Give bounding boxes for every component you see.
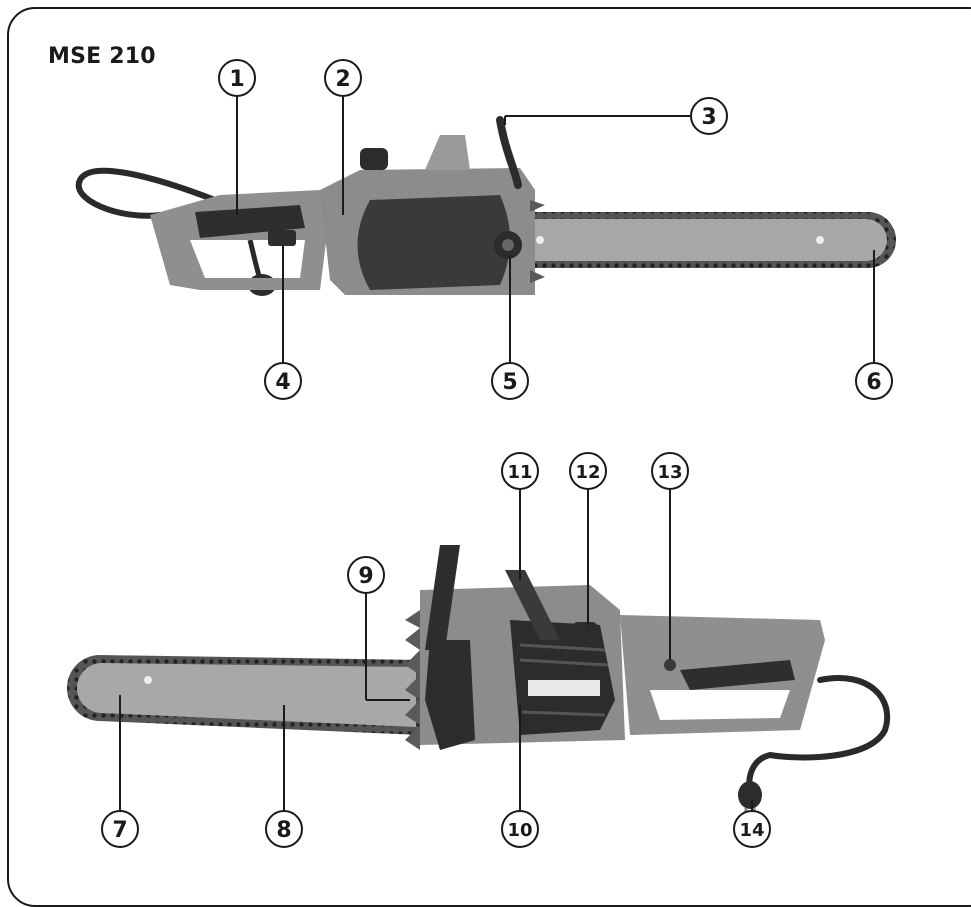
rear-grip-bottom (680, 660, 795, 690)
svg-text:9: 9 (358, 564, 373, 589)
lock-button-bottom (664, 659, 676, 671)
motor-vent-bottom (510, 620, 615, 735)
top-handle-bottom (505, 570, 560, 640)
svg-text:3: 3 (701, 105, 716, 130)
leader-lines (119, 96, 875, 810)
callout-14: 14 (733, 810, 771, 848)
callout-8: 8 (265, 810, 303, 848)
front-handle-bottom (425, 545, 460, 650)
svg-text:14: 14 (739, 820, 764, 841)
switch-top (268, 230, 296, 246)
rear-grip-top (195, 205, 305, 238)
guide-bar-top (520, 212, 896, 268)
chainsaw-bottom-view (67, 545, 891, 820)
callout-1: 1 (218, 59, 256, 97)
callout-3: 3 (690, 97, 728, 135)
svg-text:2: 2 (335, 67, 350, 92)
svg-text:10: 10 (507, 820, 532, 841)
rear-handle-top (150, 190, 330, 290)
power-cord-top (75, 167, 218, 219)
oil-cap-top (360, 148, 388, 170)
callout-11: 11 (501, 452, 539, 490)
callout-9: 9 (347, 556, 385, 594)
callout-12: 12 (569, 452, 607, 490)
svg-text:6: 6 (866, 370, 881, 395)
svg-text:7: 7 (112, 818, 127, 843)
svg-text:4: 4 (275, 370, 290, 395)
motor-cover-top (357, 195, 510, 290)
power-cord-bottom (746, 675, 891, 793)
callout-5: 5 (491, 362, 529, 400)
callout-2: 2 (324, 59, 362, 97)
oil-cap-bottom (572, 622, 598, 642)
chainsaw-top-view (75, 116, 896, 296)
callout-10: 10 (501, 810, 539, 848)
tensioner-knob-top (494, 231, 522, 259)
hand-guard-bottom (425, 640, 475, 750)
svg-text:12: 12 (575, 462, 600, 483)
chainsaw-diagram: 1 2 3 4 5 6 7 8 (67, 59, 896, 848)
svg-text:1: 1 (229, 67, 244, 92)
bumper-spikes-top (530, 200, 545, 283)
guide-bar-bottom (67, 655, 420, 735)
callouts: 1 2 3 4 5 6 7 8 (101, 59, 893, 848)
callout-6: 6 (855, 362, 893, 400)
svg-text:13: 13 (657, 462, 682, 483)
chain-brake-top (496, 116, 522, 189)
callout-7: 7 (101, 810, 139, 848)
svg-text:11: 11 (507, 462, 532, 483)
top-housing-hump (425, 135, 470, 170)
svg-text:5: 5 (502, 370, 517, 395)
callout-13: 13 (651, 452, 689, 490)
bumper-spikes-bottom (405, 610, 420, 750)
svg-text:8: 8 (276, 818, 291, 843)
callout-4: 4 (264, 362, 302, 400)
model-title: MSE 210 (48, 44, 156, 69)
